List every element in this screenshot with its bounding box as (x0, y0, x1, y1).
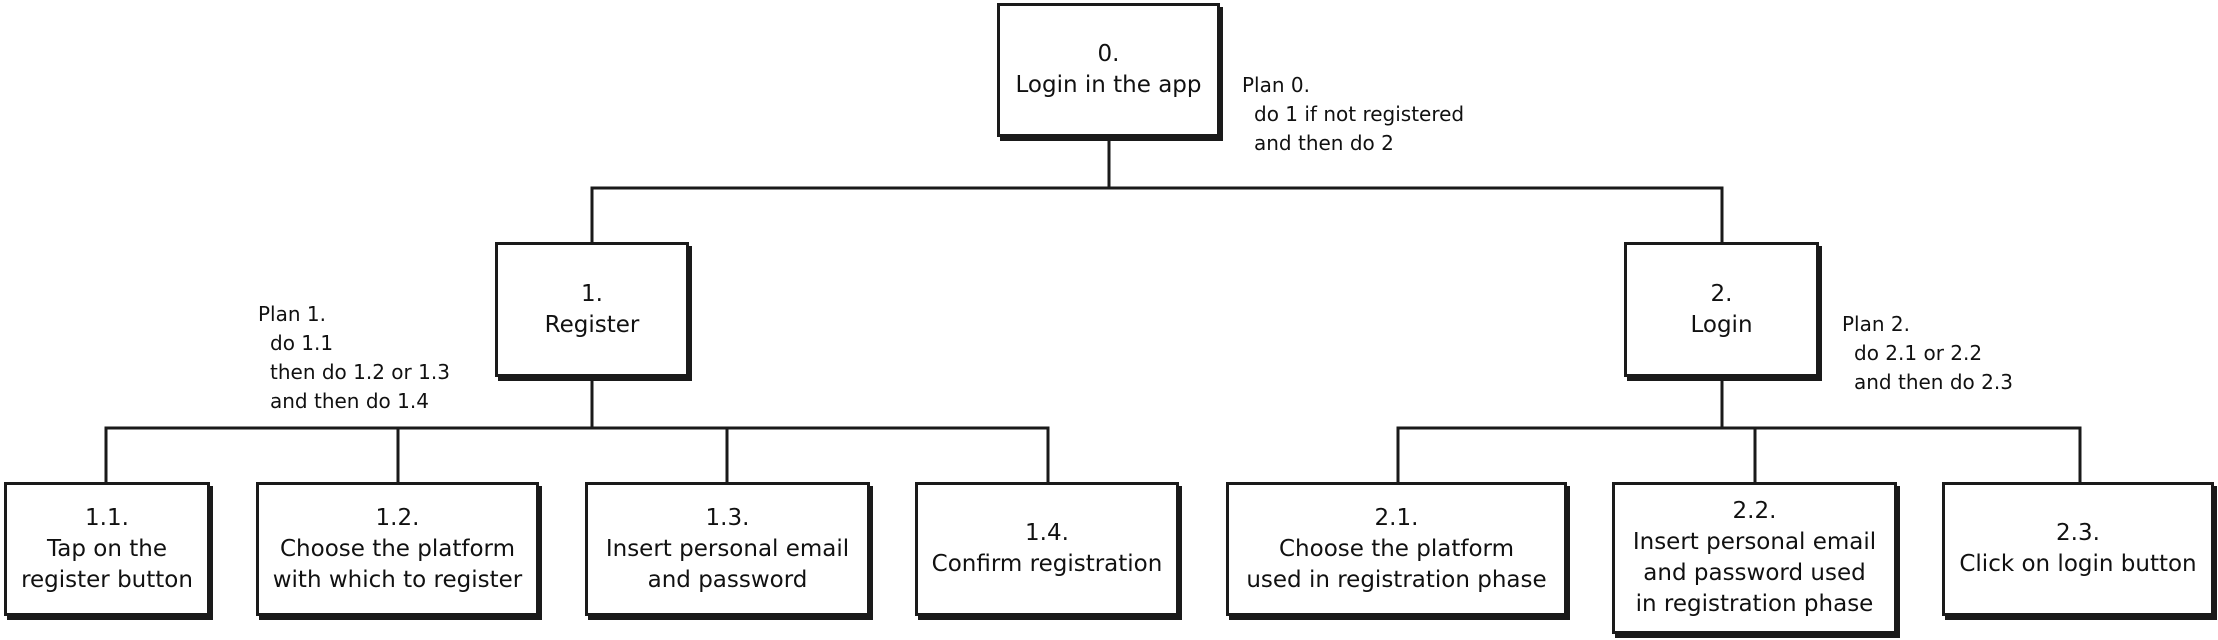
task-box-1-1: 1.1. Tap on the register button (4, 482, 210, 616)
plan-1: Plan 1. do 1.1 then do 1.2 or 1.3 and th… (258, 300, 450, 416)
task-label: Register (544, 311, 640, 338)
plan-title: Plan 0. (1242, 73, 1310, 97)
task-box-1-4: 1.4. Confirm registration (915, 482, 1179, 616)
task-label: Choose the platform used in registration… (1246, 535, 1547, 593)
plan-title: Plan 1. (258, 302, 326, 326)
task-label: Login (1690, 311, 1753, 338)
task-number: 1.2. (375, 504, 420, 531)
task-number: 1. (581, 280, 603, 307)
task-number: 2.2. (1732, 498, 1777, 524)
task-label: Login in the app (1015, 72, 1202, 98)
task-box-2-1: 2.1. Choose the platform used in registr… (1226, 482, 1567, 616)
task-box-register: 1. Register (495, 242, 689, 377)
task-number: 1.3. (705, 504, 750, 531)
task-number: 1.4. (1025, 520, 1069, 546)
plan-0: Plan 0. do 1 if not registered and then … (1242, 71, 1464, 158)
task-label: Insert personal email and password used … (1632, 529, 1877, 617)
task-box-login: 2. Login (1624, 242, 1819, 377)
plan-2: Plan 2. do 2.1 or 2.2 and then do 2.3 (1842, 310, 2013, 397)
task-box-1-2: 1.2. Choose the platform with which to r… (256, 482, 539, 616)
task-label: Choose the platform with which to regist… (272, 535, 523, 593)
task-box-1-3: 1.3. Insert personal email and password (585, 482, 870, 616)
task-label: Insert personal email and password (605, 535, 850, 593)
task-box-2-2: 2.2. Insert personal email and password … (1612, 482, 1897, 634)
plan-step: and then do 2.3 (1854, 370, 2013, 394)
plan-step: do 1 if not registered (1254, 102, 1465, 126)
task-label: Confirm registration (931, 551, 1163, 577)
task-number: 2. (1710, 280, 1733, 307)
task-label: Tap on the register button (21, 535, 193, 593)
task-label: Click on login button (1959, 551, 2197, 577)
plan-title: Plan 2. (1842, 312, 1910, 336)
plan-step: then do 1.2 or 1.3 (270, 360, 450, 384)
task-number: 2.1. (1374, 504, 1419, 531)
task-number: 0. (1097, 41, 1120, 67)
plan-step: do 1.1 (270, 331, 334, 355)
task-number: 1.1. (85, 504, 129, 531)
task-number: 2.3. (2056, 520, 2100, 546)
task-box-root: 0. Login in the app (997, 3, 1220, 137)
plan-step: and then do 1.4 (270, 389, 429, 413)
plan-step: do 2.1 or 2.2 (1854, 341, 1983, 365)
task-box-2-3: 2.3. Click on login button (1942, 482, 2214, 616)
plan-step: and then do 2 (1254, 131, 1394, 155)
